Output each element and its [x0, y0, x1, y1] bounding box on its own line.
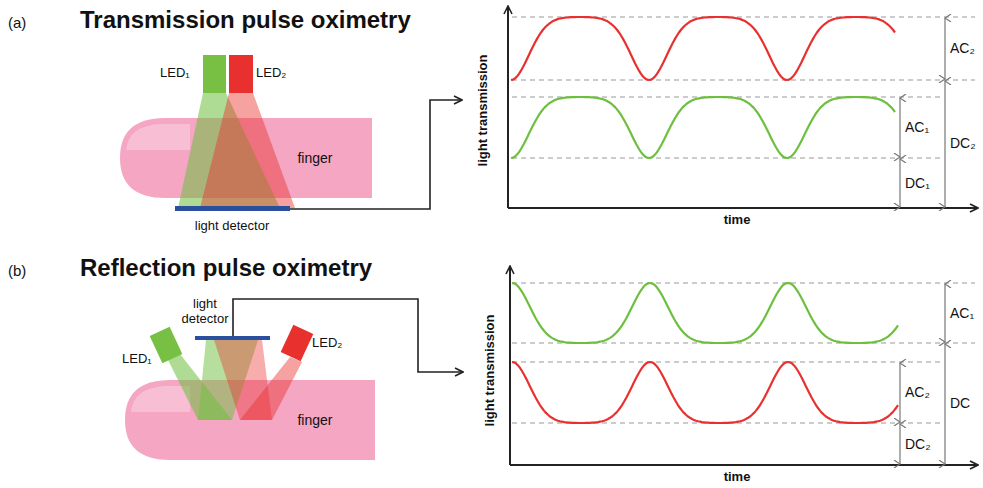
- dimension-arrows: [900, 284, 945, 464]
- finger-shape: finger: [250, 128, 380, 188]
- detector-label: light detector: [195, 219, 269, 234]
- led-green: [203, 55, 226, 93]
- axis-label: light transmission: [483, 314, 498, 426]
- panel-letter: (a): [8, 14, 26, 31]
- axis-label: time: [724, 213, 751, 228]
- green-wave: [511, 97, 895, 158]
- dimension-label: AC₂: [950, 40, 975, 56]
- dimension-label: DC₁: [905, 175, 930, 191]
- detector-bar: [175, 206, 290, 211]
- led-label: LED₂: [256, 66, 286, 81]
- red-wave: [511, 17, 895, 80]
- dimension-label: AC₂: [905, 384, 930, 400]
- y-axis: [507, 6, 509, 208]
- dimension-label: AC₁: [950, 305, 974, 321]
- axis-label: time: [724, 470, 751, 485]
- red-beam-out: [214, 340, 272, 420]
- led-red: [281, 325, 314, 361]
- y-axis: [509, 266, 511, 465]
- dimension-label: DC: [950, 395, 970, 411]
- guide-lines: [512, 17, 975, 158]
- x-axis: [510, 464, 978, 466]
- dimension-label: AC₁: [905, 119, 929, 135]
- shape-label: finger: [297, 412, 332, 428]
- led-label: LED₁: [160, 66, 190, 81]
- led-red: [229, 55, 253, 93]
- panel-title: Reflection pulse oximetry: [80, 254, 372, 282]
- led-label: LED₁: [122, 352, 152, 367]
- dimension-arrows: [900, 18, 945, 207]
- guide-lines: [512, 283, 975, 423]
- panel-title: Transmission pulse oximetry: [80, 6, 411, 34]
- detector-label: light detector: [177, 297, 233, 327]
- red-wave: [512, 362, 898, 423]
- signal-arrow: [233, 299, 463, 372]
- dimension-label: DC₂: [950, 135, 976, 151]
- signal-arrow: [290, 100, 462, 209]
- shape-label: finger: [297, 150, 332, 166]
- panel-letter: (b): [8, 262, 26, 279]
- red-beam: [200, 93, 295, 208]
- green-wave: [512, 283, 898, 343]
- dimension-label: DC₂: [905, 436, 931, 452]
- detector-bar: [195, 336, 270, 340]
- led-label: LED₂: [312, 336, 342, 351]
- finger-shape: finger: [255, 392, 375, 448]
- led-green: [150, 327, 183, 363]
- x-axis: [508, 207, 978, 209]
- axis-label: light transmission: [476, 54, 491, 166]
